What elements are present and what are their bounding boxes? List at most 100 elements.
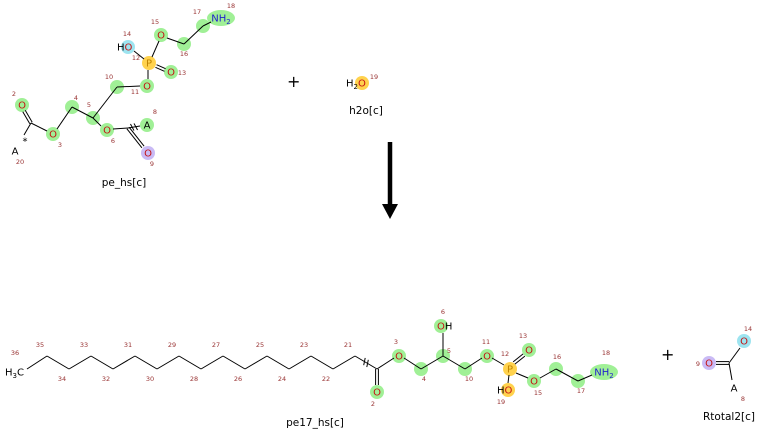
atom-map-number: 6 xyxy=(441,308,445,316)
atom-label-O: O xyxy=(740,337,748,348)
highlight-green xyxy=(140,118,154,132)
atom-map-number: 20 xyxy=(16,158,24,166)
bond-line xyxy=(23,122,32,136)
atom-label-O: O xyxy=(483,352,491,363)
bond-line xyxy=(507,374,510,384)
bond-line xyxy=(728,362,733,381)
highlight-green xyxy=(15,98,29,112)
bond-line xyxy=(133,50,145,60)
atom-label-O: O xyxy=(705,359,713,370)
highlight-yellow xyxy=(503,362,517,376)
atom-map-number: 12 xyxy=(132,54,140,62)
atom-label-O: O xyxy=(395,352,403,363)
bond-line xyxy=(92,117,102,127)
atom-map-number: 18 xyxy=(227,2,235,10)
bond-line xyxy=(464,357,483,370)
highlight-cyan xyxy=(737,334,751,348)
bond-line xyxy=(183,25,204,45)
bond-line xyxy=(266,355,290,370)
atom-label-NH2: NH2 xyxy=(594,368,613,381)
atom-map-number: 17 xyxy=(193,8,201,16)
bond-line xyxy=(514,355,526,365)
atom-label-P: P xyxy=(507,365,513,376)
atom-map-number: 15 xyxy=(151,18,159,26)
bond-line xyxy=(244,355,268,370)
atom-label-P: P xyxy=(146,59,152,70)
bonds xyxy=(716,347,741,381)
bond-line xyxy=(151,40,160,58)
molecule-label-rtotal2: Rtotal2[c] xyxy=(703,411,755,423)
bonds xyxy=(26,333,593,385)
bond-line xyxy=(126,128,143,149)
bond-line xyxy=(200,355,224,370)
bond-line xyxy=(420,355,444,370)
atom-map-number: 15 xyxy=(534,389,542,397)
atom-label-O: O xyxy=(525,346,533,357)
highlight-green xyxy=(434,319,448,333)
atom-map-number: 17 xyxy=(577,387,585,395)
bond-line xyxy=(288,355,312,370)
atom-label-O: O xyxy=(530,377,538,388)
atom-map-number: 21 xyxy=(344,341,352,349)
highlight-cyan xyxy=(121,40,135,54)
atom-map-number: 18 xyxy=(602,349,610,357)
plus-sign-reactants: + xyxy=(287,72,301,91)
atom-label-O: O xyxy=(143,82,151,93)
atom-map-number: 24 xyxy=(278,375,286,383)
atom-map-number: 35 xyxy=(36,341,44,349)
atom-label-O: O xyxy=(18,101,26,112)
atom-map-number: 5 xyxy=(87,101,91,109)
bond-line xyxy=(127,125,141,129)
atom-map-number: 9 xyxy=(696,360,700,368)
atom-map-number: 11 xyxy=(482,338,490,346)
atom-label-O: O xyxy=(167,68,175,79)
atom-map-number: 14 xyxy=(123,30,131,38)
atom-map-number: 30 xyxy=(146,375,154,383)
atom-map-number: 23 xyxy=(300,341,308,349)
atom-map-number: 13 xyxy=(178,69,186,77)
bond-line xyxy=(202,21,212,27)
bond-line xyxy=(178,355,202,370)
molecule-pe17_hs: H3C36353433323130292827262524232221O2O34… xyxy=(5,308,618,408)
bond-line xyxy=(332,355,356,370)
bond-line xyxy=(491,357,505,366)
atom-map-number: 19 xyxy=(497,398,505,406)
highlight-green xyxy=(392,349,406,363)
reaction-arrow-head xyxy=(382,204,398,219)
bond-line xyxy=(403,357,422,370)
bond-line xyxy=(166,37,185,45)
atom-map-number: 10 xyxy=(465,375,473,383)
atom-map-number: 12 xyxy=(501,350,509,358)
atom-map-number: 16 xyxy=(180,50,188,58)
highlight-yellow xyxy=(355,76,369,90)
atom-map-number: 6 xyxy=(111,137,115,145)
bond-line xyxy=(512,353,524,363)
atom-label-O: O xyxy=(373,388,381,399)
bond-line xyxy=(222,355,246,370)
atom-map-number: 22 xyxy=(322,375,330,383)
highlight-green xyxy=(207,10,235,26)
atom-label-HO: HO xyxy=(497,386,513,397)
bonds xyxy=(22,21,212,149)
atom-map-number: 3 xyxy=(394,338,398,346)
highlight-green xyxy=(164,65,178,79)
atom-map-number: 19 xyxy=(370,73,378,81)
bond-line xyxy=(46,355,70,370)
atom-map-number: 33 xyxy=(80,341,88,349)
highlight-purple xyxy=(141,146,155,160)
highlight-green xyxy=(590,364,618,380)
atom-map-number: 31 xyxy=(124,341,132,349)
atom-label-*: * xyxy=(23,137,28,148)
bond-line xyxy=(310,355,334,370)
molecule-label-h2o: h2o[c] xyxy=(349,105,383,117)
atom-map-number: 8 xyxy=(153,108,157,116)
bond-line xyxy=(442,355,466,370)
atom-label-HO: HO xyxy=(117,43,133,54)
atom-map-number: 13 xyxy=(519,332,527,340)
bond-line xyxy=(68,355,92,370)
bond-line xyxy=(56,106,73,130)
